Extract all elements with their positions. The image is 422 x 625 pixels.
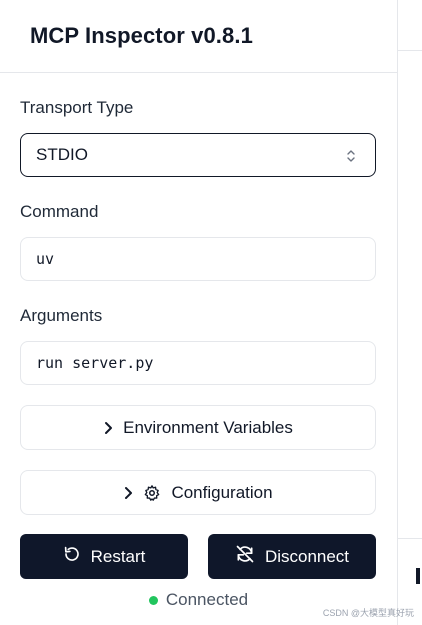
sidebar: MCP Inspector v0.8.1 Transport Type STDI… bbox=[0, 0, 398, 625]
divider bbox=[398, 50, 422, 51]
partial-heading-glyph bbox=[416, 568, 420, 584]
arguments-input[interactable]: run server.py bbox=[20, 341, 376, 385]
transport-type-select[interactable]: STDIO bbox=[20, 133, 376, 177]
transport-type-label: Transport Type bbox=[20, 98, 134, 117]
transport-type-value: STDIO bbox=[36, 145, 88, 164]
main-panel-edge bbox=[398, 0, 422, 625]
status-text: Connected bbox=[165, 590, 249, 609]
app-title: MCP Inspector v0.8.1 bbox=[30, 23, 253, 48]
divider bbox=[398, 538, 422, 539]
arguments-value: run server.py bbox=[36, 354, 154, 372]
chevrons-up-down-icon bbox=[345, 148, 357, 162]
status-dot bbox=[148, 595, 158, 605]
command-label: Command bbox=[20, 202, 99, 221]
connection-status: Connected bbox=[0, 590, 397, 610]
chevron-right-icon bbox=[103, 421, 113, 435]
refresh-off-icon bbox=[235, 544, 255, 569]
chevron-right-icon bbox=[123, 486, 133, 500]
watermark: CSDN @大模型真好玩 bbox=[322, 608, 414, 618]
environment-variables-toggle[interactable]: Environment Variables bbox=[20, 405, 376, 450]
rotate-ccw-icon bbox=[63, 545, 81, 568]
configuration-label: Configuration bbox=[171, 482, 273, 502]
environment-variables-label: Environment Variables bbox=[123, 417, 293, 437]
gear-icon bbox=[143, 484, 161, 502]
command-input[interactable]: uv bbox=[20, 237, 376, 281]
disconnect-label: Disconnect bbox=[264, 546, 350, 566]
arguments-label: Arguments bbox=[20, 306, 103, 325]
restart-label: Restart bbox=[90, 546, 146, 566]
configuration-toggle[interactable]: Configuration bbox=[20, 470, 376, 515]
restart-button[interactable]: Restart bbox=[20, 534, 188, 579]
sidebar-header: MCP Inspector v0.8.1 bbox=[0, 0, 397, 73]
command-value: uv bbox=[36, 250, 55, 268]
disconnect-button[interactable]: Disconnect bbox=[208, 534, 376, 579]
